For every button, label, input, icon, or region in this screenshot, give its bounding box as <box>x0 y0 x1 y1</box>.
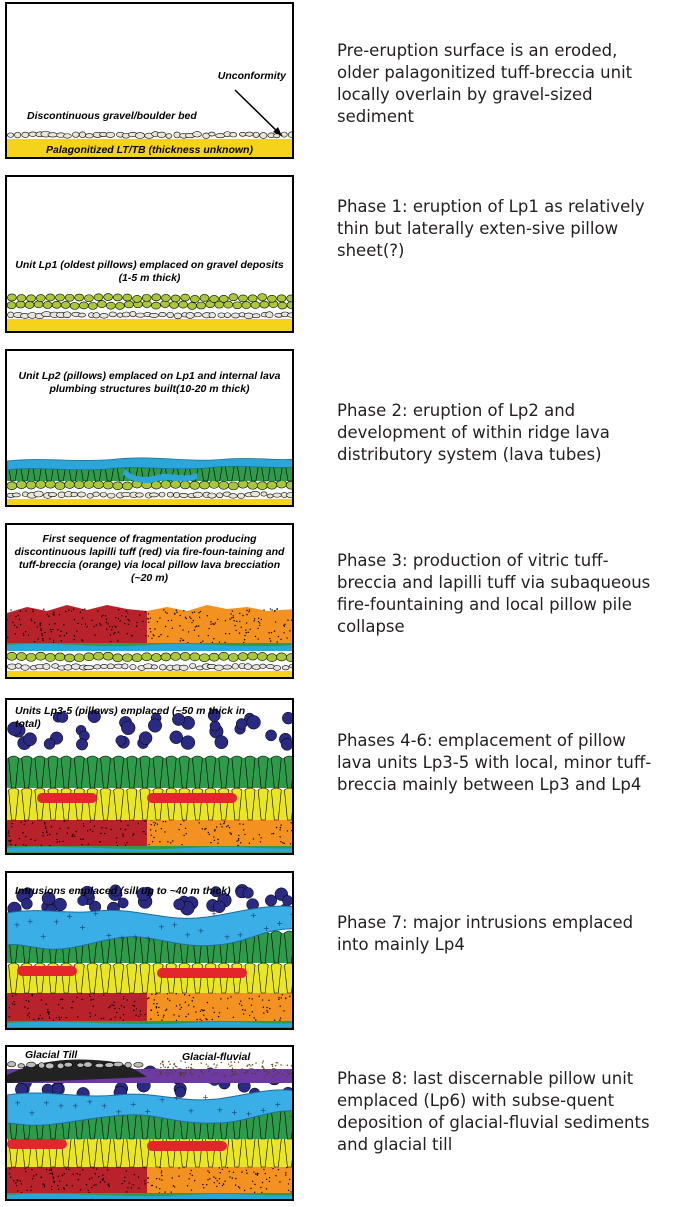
svg-text:+: + <box>119 934 126 943</box>
svg-text:+: + <box>202 1093 209 1102</box>
svg-text:+: + <box>145 934 152 943</box>
svg-text:+: + <box>27 917 34 926</box>
panel-phase-7: + + + + + + + + + + + + + + + + + + + + + + Intrusions emplac… <box>5 871 294 1030</box>
svg-text:+: + <box>263 924 270 933</box>
svg-text:+: + <box>144 1107 151 1116</box>
svg-text:+: + <box>159 1095 166 1104</box>
unconformity-label: Unconformity <box>217 70 286 82</box>
svg-text:+: + <box>188 1106 195 1115</box>
phase-2-diagram <box>7 457 292 505</box>
phase-4-6-label: Units Lp3-5 (pillows) emplaced (~50 m th… <box>15 705 246 730</box>
phase-4-6-description: Phases 4-6: emplacement of pillow lava u… <box>337 731 652 794</box>
svg-text:+: + <box>115 1108 122 1117</box>
svg-text:+: + <box>58 1101 65 1110</box>
svg-text:+: + <box>79 923 86 932</box>
phase-3-description: Phase 3: production of vitric tuff-brecc… <box>337 551 651 636</box>
svg-text:+: + <box>211 910 218 919</box>
svg-text:+: + <box>171 920 178 929</box>
svg-text:+: + <box>14 1098 21 1107</box>
phase-3-label: First sequence of fragmentation producin… <box>14 533 285 584</box>
phase-2-label: Unit Lp2 (pillows) emplaced on Lp1 and i… <box>18 370 281 395</box>
panel-phase-3: First sequence of fragmentation producin… <box>5 523 294 679</box>
svg-text:+: + <box>40 932 47 941</box>
glacial-till-label: Glacial Till <box>25 1049 78 1061</box>
pre-eruption-diagram <box>7 89 292 157</box>
gravel-bed-label: Discontinuous gravel/boulder bed <box>27 110 197 122</box>
svg-text:+: + <box>53 917 60 926</box>
phase-2-description: Phase 2: eruption of Lp2 and development… <box>337 401 610 464</box>
svg-text:+: + <box>132 933 139 942</box>
svg-text:+: + <box>86 1098 93 1107</box>
svg-text:+: + <box>130 1100 137 1109</box>
svg-text:+: + <box>29 1109 36 1118</box>
phase-8-description: Phase 8: last discernable pillow unit em… <box>337 1069 650 1154</box>
panel-phase-8: + + + + + + + + + + + + + + + + + + + + Glacial Till Glacia… <box>5 1045 294 1201</box>
phase-7-description: Phase 7: major intrusions emplaced into … <box>337 913 634 954</box>
svg-text:+: + <box>289 910 294 919</box>
svg-text:+: + <box>274 1100 281 1109</box>
phase-7-label: Intrusions emplaced (sill up to ~40 m th… <box>15 885 231 897</box>
phase-3-diagram <box>7 605 292 677</box>
phase-1-diagram <box>7 293 292 331</box>
panel-pre-eruption: Unconformity Discontinuous gravel/boulde… <box>5 2 294 159</box>
svg-text:+: + <box>250 911 257 920</box>
base-unit-label: Palagonitized LT/TB (thickness unknown) <box>46 144 253 156</box>
panel-phase-4-6: Units Lp3-5 (pillows) emplaced (~50 m th… <box>5 698 294 855</box>
svg-text:+: + <box>276 919 283 928</box>
svg-text:+: + <box>66 912 73 921</box>
gravel-bed <box>7 130 292 139</box>
svg-text:+: + <box>158 923 165 932</box>
svg-text:+: + <box>245 1109 252 1118</box>
svg-text:+: + <box>43 1098 50 1107</box>
phase-4-6-diagram <box>7 708 292 853</box>
svg-text:+: + <box>260 1106 267 1115</box>
svg-text:+: + <box>217 1106 224 1115</box>
svg-text:+: + <box>173 1093 180 1102</box>
svg-text:+: + <box>101 1101 108 1110</box>
svg-text:+: + <box>237 931 244 940</box>
svg-text:+: + <box>72 1101 79 1110</box>
svg-text:+: + <box>197 927 204 936</box>
svg-text:+: + <box>92 909 99 918</box>
svg-text:+: + <box>231 1108 238 1117</box>
svg-text:+: + <box>289 1112 294 1121</box>
phase-1-label: Unit Lp1 (oldest pillows) emplaced on gr… <box>15 259 284 284</box>
panel-phase-2: Unit Lp2 (pillows) emplaced on Lp1 and i… <box>5 349 294 507</box>
svg-text:+: + <box>106 931 113 940</box>
svg-text:+: + <box>224 932 231 941</box>
panel-phase-1: Unit Lp1 (oldest pillows) emplaced on gr… <box>5 175 294 333</box>
phase-1-description: Phase 1: eruption of Lp1 as relatively t… <box>337 197 645 260</box>
phase-8-diagram: + + + + + + + + + + + + + + + + + + + + <box>7 1059 294 1199</box>
svg-text:+: + <box>14 921 21 930</box>
phase-7-diagram: + + + + + + + + + + + + + + + + + + + + + + <box>7 884 294 1028</box>
svg-text:+: + <box>184 931 191 940</box>
glacial-fluvial-label: Glacial-fluvial <box>182 1051 251 1063</box>
phase-pre-description: Pre-eruption surface is an eroded, older… <box>337 41 633 126</box>
